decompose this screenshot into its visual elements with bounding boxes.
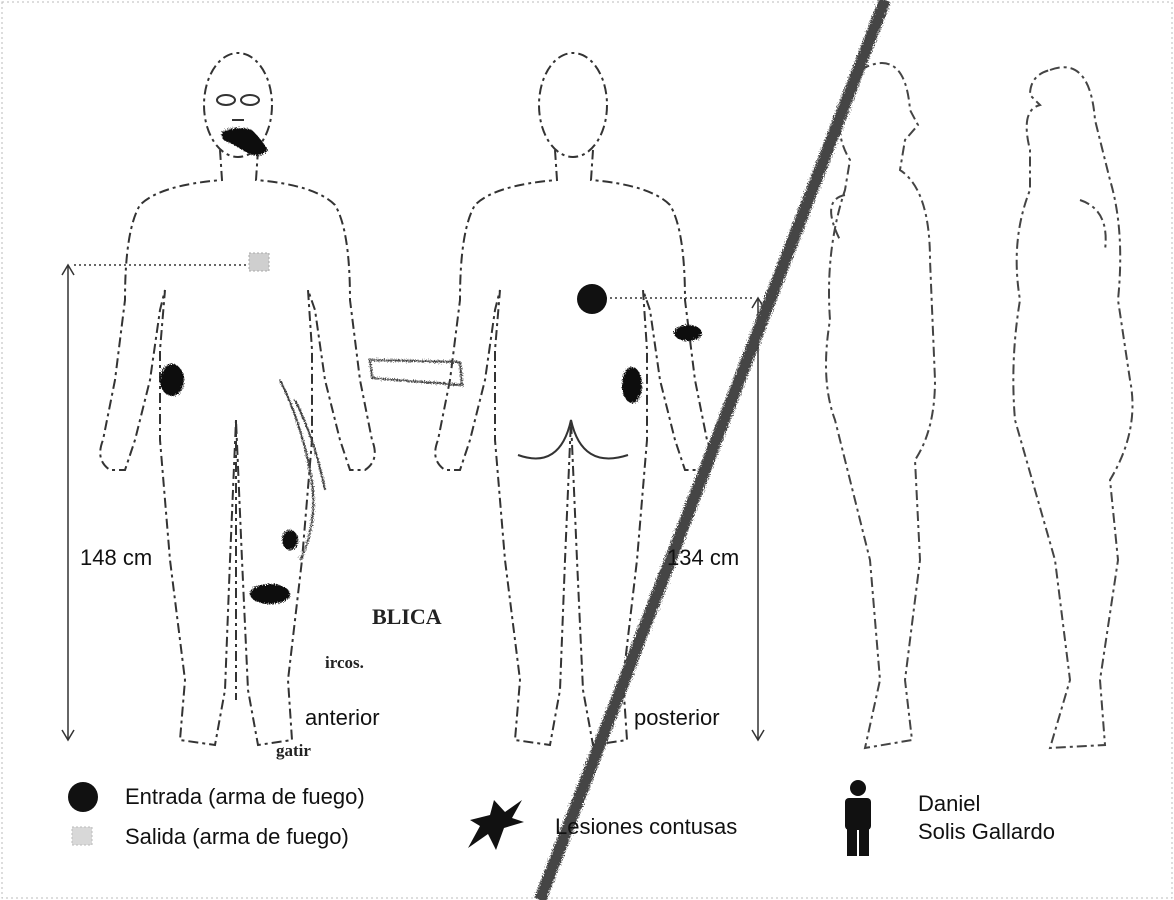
- front-height-label: 148 cm: [80, 547, 152, 569]
- legend-entry-label: Entrada (arma de fuego): [125, 786, 365, 808]
- legend-entry-icon: [68, 782, 98, 812]
- bruise-back-elbow: [674, 325, 702, 341]
- strike-through-line: [540, 0, 885, 900]
- exit-wound-chest: [249, 253, 269, 271]
- posterior-label: posterior: [634, 707, 720, 729]
- scan-artifact: [280, 360, 462, 560]
- bruise-front-knee: [250, 584, 290, 604]
- legend-bruise-label: Lesiones contusas: [555, 816, 737, 838]
- bruise-front-thigh: [282, 530, 298, 550]
- face-bruise: [222, 128, 268, 156]
- anterior-label: anterior: [305, 707, 380, 729]
- bruise-front-left-hip: [160, 364, 184, 396]
- legend-bruise-icon: [468, 800, 524, 850]
- side-profile-left: [826, 63, 935, 748]
- side-profile-right: [1013, 67, 1132, 748]
- back-height-label: 134 cm: [667, 547, 739, 569]
- stamp-line-2: ircos.: [325, 654, 364, 671]
- front-face: [217, 95, 259, 120]
- stamp-line-3: gatir: [276, 742, 311, 759]
- bruise-back-hip: [622, 367, 642, 403]
- legend-exit-label: Salida (arma de fuego): [125, 826, 349, 848]
- entry-wound-back: [577, 284, 607, 314]
- legend-person-icon: [845, 780, 871, 856]
- legend-exit-icon: [72, 827, 92, 845]
- front-body-outline: [100, 53, 375, 745]
- back-body-outline: [435, 53, 710, 745]
- legend-person-label: Daniel Solis Gallardo: [918, 790, 1055, 845]
- stamp-line-1: BLICA: [372, 606, 442, 628]
- front-measure: [62, 265, 250, 740]
